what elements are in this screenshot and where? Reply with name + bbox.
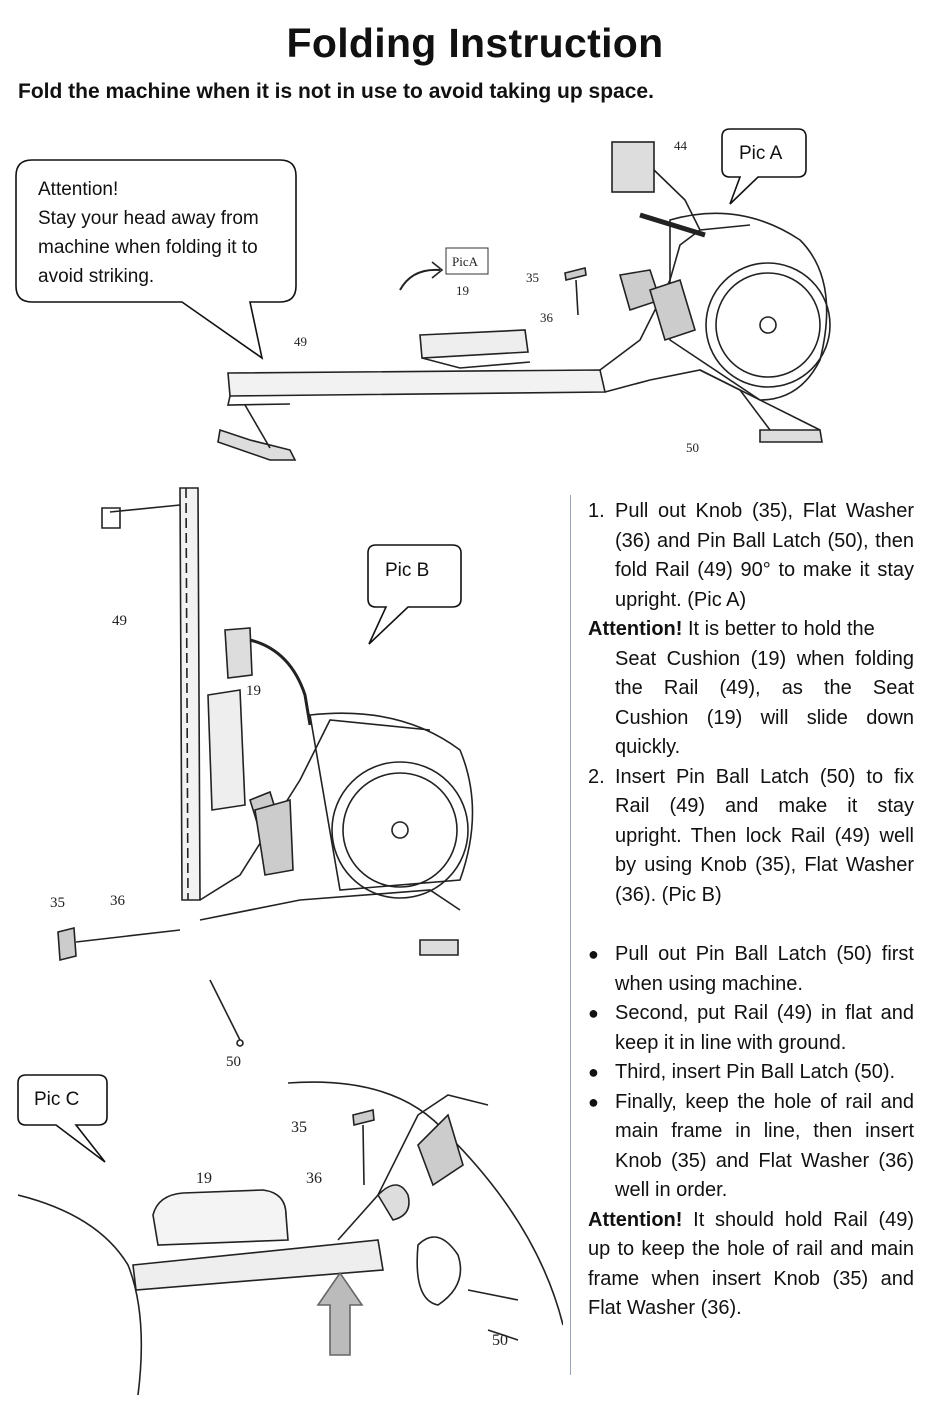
label-36: 36	[540, 310, 554, 325]
list-item-text: Finally, keep the hole of rail and main …	[615, 1090, 914, 1202]
label-49: 49	[294, 334, 307, 349]
attention-line: avoid striking.	[38, 266, 155, 287]
pic-b-label: Pic B	[385, 560, 430, 581]
list-item-text: Third, insert Pin Ball Latch (50).	[615, 1061, 896, 1083]
pic-b-bubble-shape	[367, 544, 462, 645]
label-19: 19	[456, 283, 469, 298]
attention-label: Attention!	[588, 618, 683, 640]
label-49: 49	[112, 613, 127, 629]
list-item-text: Second, put Rail (49) in flat and keep i…	[615, 1002, 914, 1054]
list-item: ● Pull out Pin Ball Latch (50) first whe…	[588, 940, 914, 999]
attention-callout: Attention! Stay your head away from mach…	[14, 158, 304, 363]
label-36: 36	[110, 893, 126, 909]
pic-a-callout: Pic A	[720, 127, 812, 207]
list-item-text: Pull out Pin Ball Latch (50) first when …	[615, 943, 914, 995]
label-19: 19	[246, 683, 261, 699]
pic-c-label: Pic C	[34, 1089, 80, 1110]
attention-line: Attention!	[38, 179, 119, 200]
attention-line: Stay your head away from	[38, 208, 259, 229]
attention-note-2: Attention! It should hold Rail (49) up t…	[588, 1206, 914, 1324]
page-subtitle: Fold the machine when it is not in use t…	[18, 80, 654, 103]
attention-note-1: Attention! It is better to hold the Seat…	[588, 615, 914, 763]
pic-a-label: Pic A	[739, 143, 783, 164]
label-50: 50	[492, 1332, 508, 1349]
pic-c-bubble-shape	[17, 1074, 108, 1163]
pic-a-bubble-shape	[721, 128, 807, 205]
page-title: Folding Instruction	[286, 20, 664, 66]
attention-text: It should hold Rail (49) up to keep the …	[588, 1208, 915, 1320]
label-35: 35	[526, 270, 539, 285]
bullet-icon: ●	[588, 1091, 599, 1112]
step-2: 2. Insert Pin Ball Latch (50) to fix Rai…	[588, 763, 914, 911]
bullet-icon: ●	[588, 944, 599, 964]
pic-b-callout: Pic B	[366, 543, 466, 647]
list-item: ● Finally, keep the hole of rail and mai…	[588, 1088, 914, 1206]
column-divider	[570, 495, 571, 1375]
step-number: 2.	[588, 765, 605, 788]
label-35: 35	[291, 1119, 307, 1136]
pic-a-sticker: PicA	[452, 254, 479, 269]
step-text: Pull out Knob (35), Flat Washer (36) and…	[615, 500, 914, 611]
label-19: 19	[196, 1170, 212, 1187]
attention-label: Attention!	[588, 1208, 683, 1231]
label-36: 36	[306, 1170, 322, 1187]
bullet-icon: ●	[588, 1003, 599, 1023]
pic-c-callout: Pic C	[16, 1073, 112, 1165]
list-item: ● Second, put Rail (49) in flat and keep…	[588, 999, 914, 1058]
attention-text: It is better to hold the	[687, 618, 875, 640]
pic-a-illustration: PicA 19 44 35 36 49 50	[217, 138, 831, 461]
list-item: ● Third, insert Pin Ball Latch (50).	[588, 1058, 914, 1088]
step-number: 1.	[588, 500, 605, 522]
bullet-icon: ●	[588, 1062, 599, 1082]
pic-b-illustration: 49 19 35 36 50	[50, 487, 474, 1070]
step-1: 1. Pull out Knob (35), Flat Washer (36) …	[588, 497, 914, 615]
label-50: 50	[226, 1054, 241, 1070]
attention-bubble-shape	[15, 159, 297, 360]
instructions-column: 1. Pull out Knob (35), Flat Washer (36) …	[588, 497, 914, 1324]
pic-c-illustration: 35 36 19 50	[18, 1081, 563, 1395]
label-44: 44	[674, 138, 688, 153]
attention-text: Seat Cushion (19) when folding the Rail …	[615, 647, 914, 759]
label-35: 35	[50, 895, 65, 911]
step-text: Insert Pin Ball Latch (50) to fix Rail (…	[615, 765, 914, 906]
attention-line: machine when folding it to	[38, 237, 258, 258]
label-50: 50	[686, 440, 699, 455]
